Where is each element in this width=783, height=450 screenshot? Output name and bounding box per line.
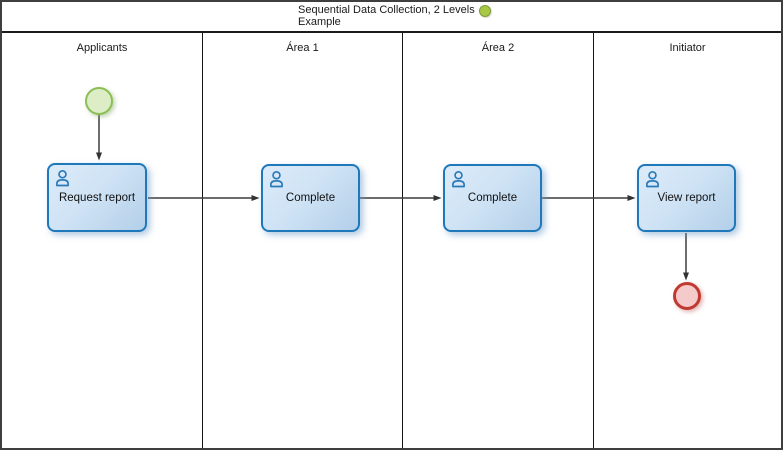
user-task-icon <box>270 170 283 188</box>
user-task-icon <box>452 170 465 188</box>
user-task-icon <box>646 170 659 188</box>
status-dot-icon <box>478 5 491 17</box>
lane-label: Área 2 <box>481 42 515 54</box>
lane-area-1: Área 1 <box>202 33 402 448</box>
task-complete-area1[interactable]: Complete <box>261 164 360 232</box>
lane-applicants: Applicants <box>2 33 202 448</box>
task-view-report[interactable]: View report <box>637 164 736 232</box>
task-label: Complete <box>285 192 336 204</box>
pool-subtitle: Example <box>298 16 341 28</box>
start-event[interactable] <box>85 87 113 115</box>
user-task-icon <box>56 169 69 187</box>
lane-label: Applicants <box>76 42 128 54</box>
lane-initiator: Initiator <box>593 33 781 448</box>
pool-title: Sequential Data Collection, 2 Levels <box>298 4 475 17</box>
lane-label: Área 1 <box>286 42 319 54</box>
end-event[interactable] <box>673 282 701 310</box>
task-label: Request report <box>58 191 136 204</box>
pool-title-block: Sequential Data Collection, 2 Levels Exa… <box>298 5 491 29</box>
task-label: View report <box>657 192 716 204</box>
lane-area-2: Área 2 <box>402 33 593 448</box>
task-request-report[interactable]: Request report <box>47 163 147 232</box>
task-label: Complete <box>467 192 518 204</box>
pool-header: Sequential Data Collection, 2 Levels Exa… <box>2 2 781 33</box>
lane-label: Initiator <box>669 42 706 54</box>
task-complete-area2[interactable]: Complete <box>443 164 542 232</box>
